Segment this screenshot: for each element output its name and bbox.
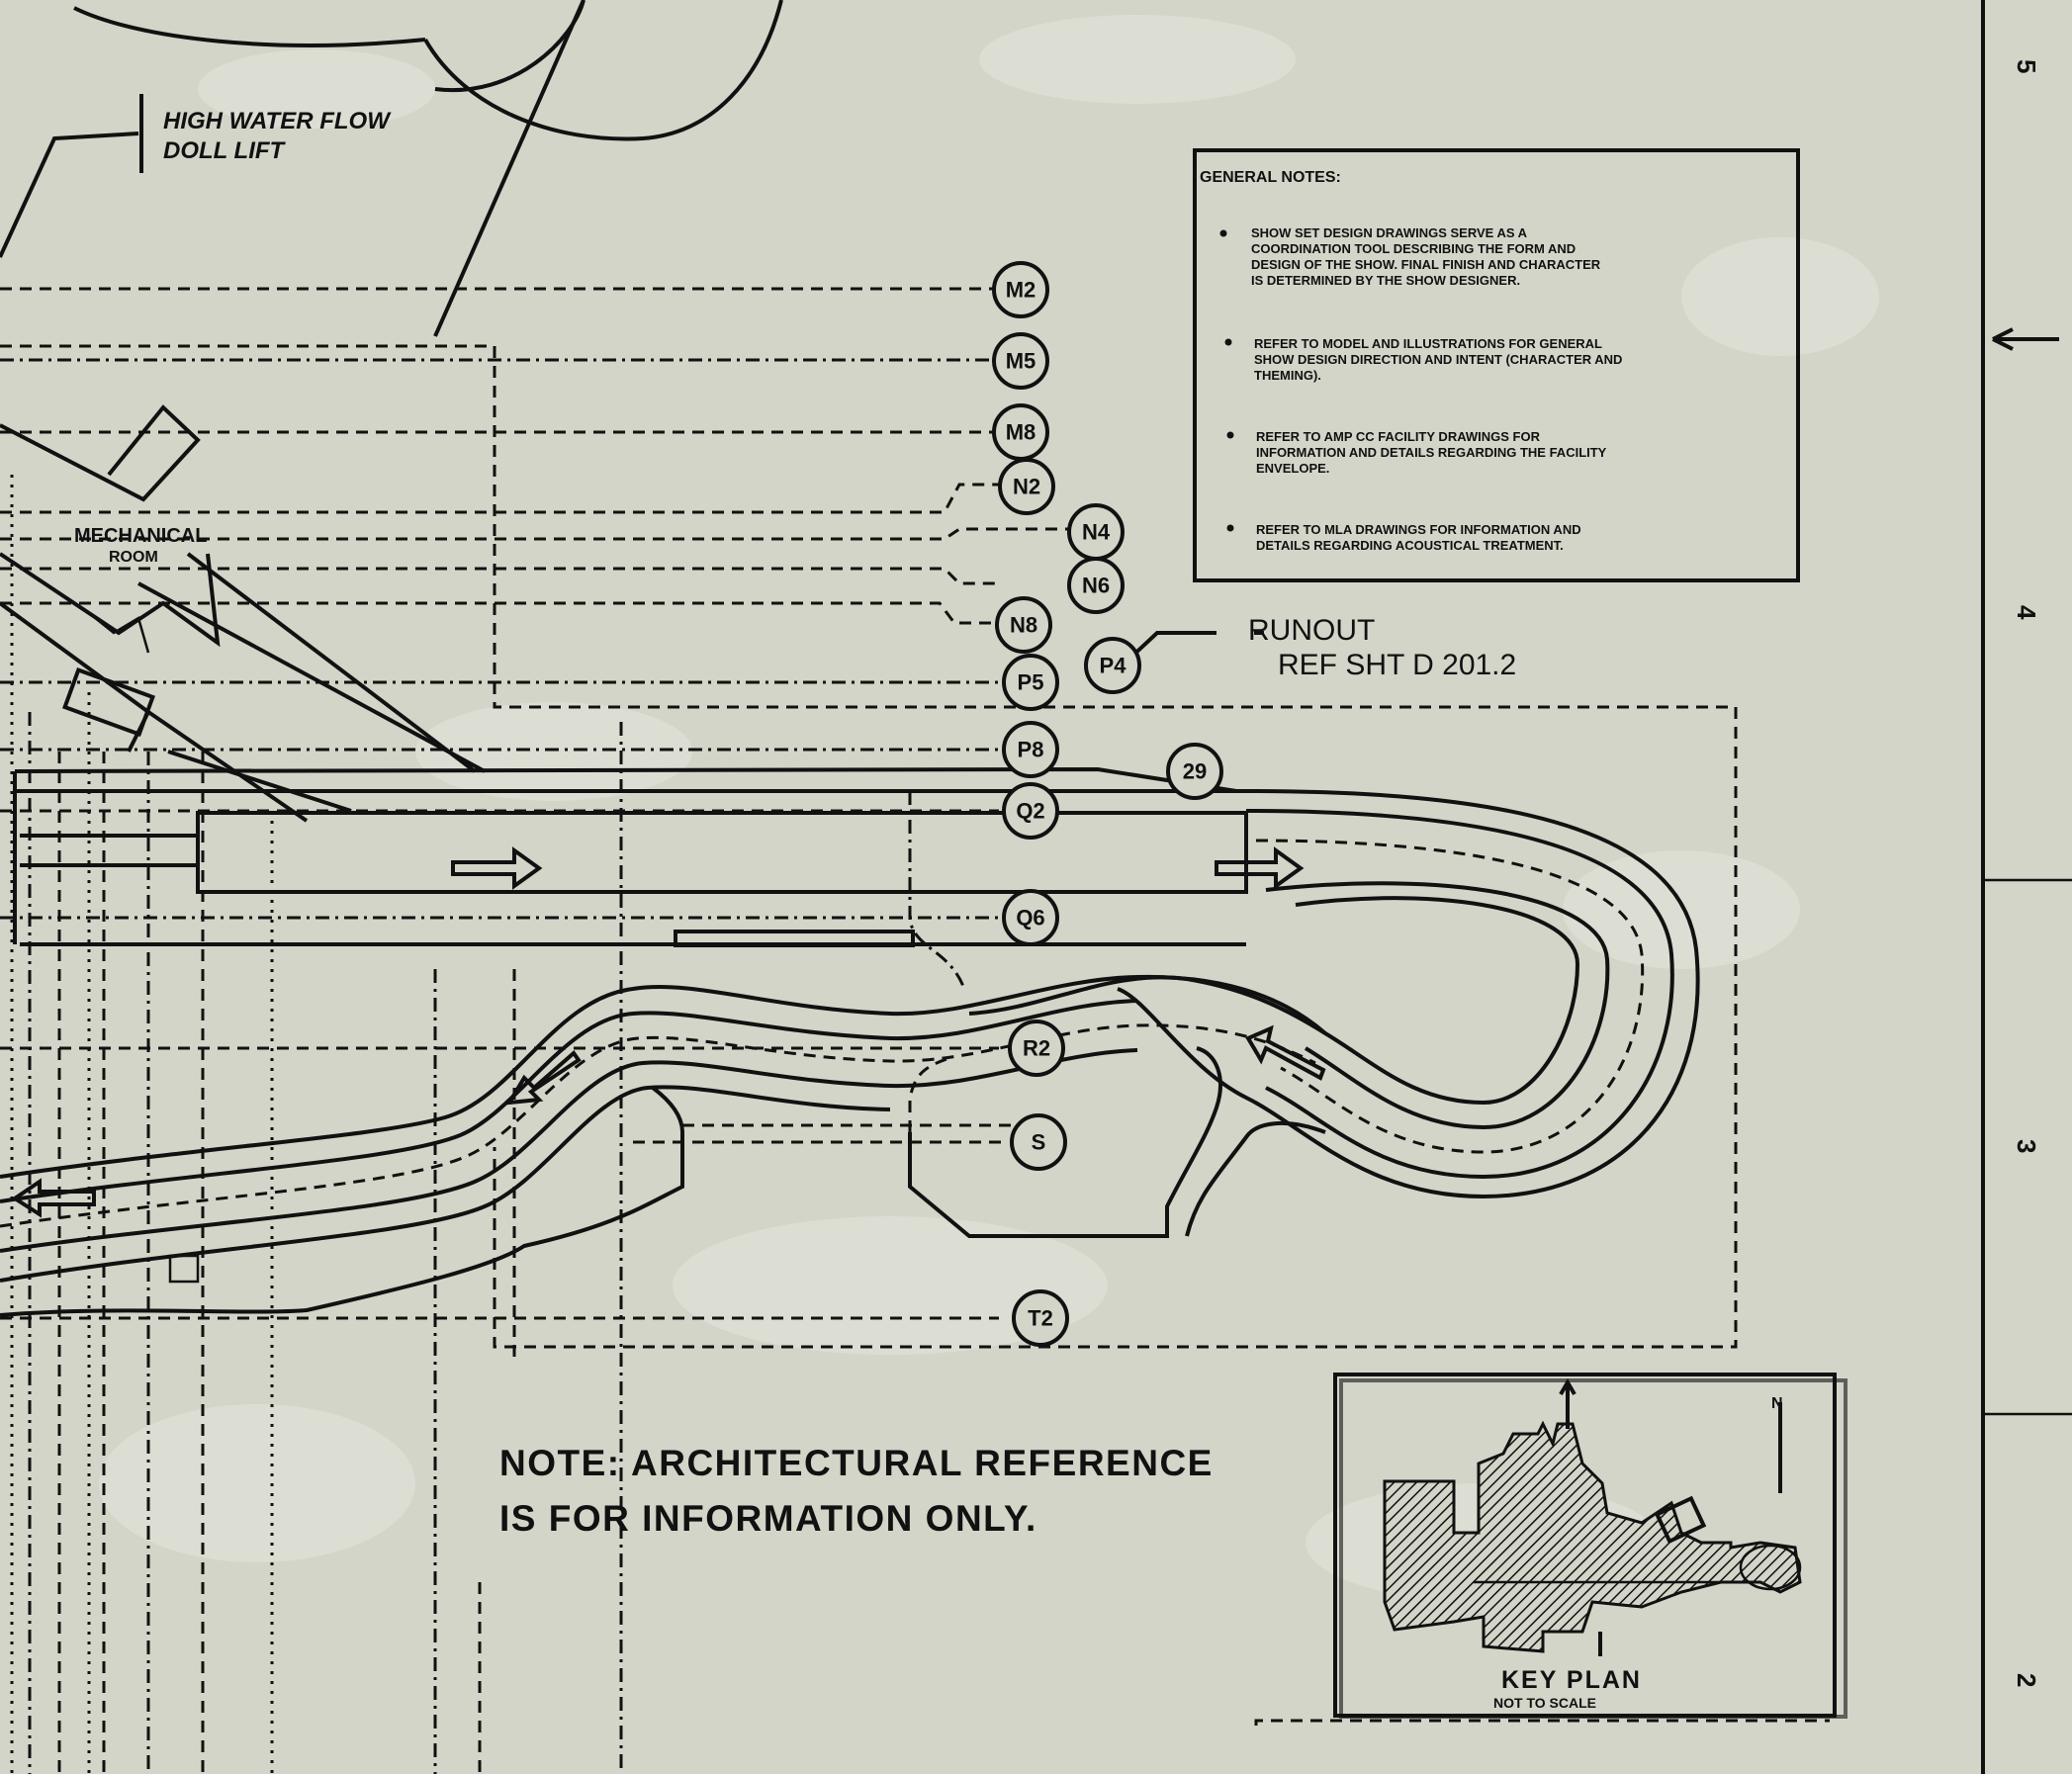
mechanical-room <box>0 404 486 823</box>
main-note-line1: NOTE: ARCHITECTURAL REFERENCE <box>499 1443 1214 1483</box>
svg-text:29: 29 <box>1183 759 1207 784</box>
general-note-3-line3: ENVELOPE. <box>1256 461 1329 476</box>
general-note-4-line2: DETAILS REGARDING ACOUSTICAL TREATMENT. <box>1256 538 1564 553</box>
grid-number-4: 4 <box>2012 605 2041 620</box>
arrow-left-icon <box>505 1050 582 1106</box>
svg-text:M8: M8 <box>1006 420 1036 445</box>
svg-text:S: S <box>1032 1130 1046 1155</box>
arrow-right-icon <box>1215 846 1305 890</box>
room-label-line2: ROOM <box>109 549 158 566</box>
general-note-1-line1: SHOW SET DESIGN DRAWINGS SERVE AS A <box>1251 225 1528 240</box>
grid-arrow-left-icon <box>1992 327 2059 351</box>
tag-q2: Q2 <box>1002 782 1059 840</box>
north-arrow-label: N <box>1771 1395 1783 1412</box>
svg-text:T2: T2 <box>1028 1306 1053 1331</box>
tag-n6: N6 <box>1067 557 1125 614</box>
runout-line1: RUNOUT <box>1248 614 1375 647</box>
grid-number-2: 2 <box>2012 1673 2041 1687</box>
arrow-right-icon <box>451 846 543 890</box>
tag-t2: T2 <box>1012 1289 1069 1347</box>
grid-number-3: 3 <box>2012 1139 2041 1153</box>
building-envelope <box>0 344 1830 1726</box>
general-note-2-line1: REFER TO MODEL AND ILLUSTRATIONS FOR GEN… <box>1254 336 1602 351</box>
svg-text:P5: P5 <box>1018 670 1044 695</box>
room-label-line1: MECHANICAL <box>74 525 207 547</box>
general-note-1-line2: COORDINATION TOOL DESCRIBING THE FORM AN… <box>1251 241 1576 256</box>
key-plan: N KEY PLAN NOT TO SCALE <box>1333 1373 1847 1719</box>
key-plan-hatched-footprint <box>1383 1420 1802 1653</box>
svg-text:N8: N8 <box>1010 613 1037 638</box>
handwritten-note-line1: HIGH WATER FLOW <box>163 108 392 134</box>
key-plan-subtitle: NOT TO SCALE <box>1493 1695 1596 1711</box>
general-note-2-line3: THEMING). <box>1254 368 1321 383</box>
svg-text:R2: R2 <box>1023 1036 1050 1061</box>
tag-p4: P4 <box>1084 637 1141 694</box>
svg-text:Q6: Q6 <box>1016 906 1044 931</box>
tag-29: 29 <box>1166 743 1223 800</box>
tag-n4: N4 <box>1067 503 1125 561</box>
key-plan-title: KEY PLAN <box>1501 1666 1642 1694</box>
tag-p5: P5 <box>1002 654 1059 711</box>
general-note-1-line4: IS DETERMINED BY THE SHOW DESIGNER. <box>1251 273 1520 288</box>
direction-arrows <box>11 846 1326 1218</box>
svg-text:N6: N6 <box>1082 574 1110 598</box>
tag-n8: N8 <box>995 596 1052 654</box>
svg-text:N4: N4 <box>1082 520 1111 545</box>
main-note-line2: IS FOR INFORMATION ONLY. <box>499 1498 1037 1539</box>
svg-text:M2: M2 <box>1006 278 1036 303</box>
general-note-3-line2: INFORMATION AND DETAILS REGARDING THE FA… <box>1256 445 1607 460</box>
tag-p8: P8 <box>1002 721 1059 778</box>
svg-text:P4: P4 <box>1100 654 1127 678</box>
general-note-4-line1: REFER TO MLA DRAWINGS FOR INFORMATION AN… <box>1256 522 1581 537</box>
tag-q6: Q6 <box>1002 889 1059 946</box>
svg-text:M5: M5 <box>1006 349 1036 374</box>
general-note-2-line2: SHOW DESIGN DIRECTION AND INTENT (CHARAC… <box>1254 352 1622 367</box>
tag-m8: M8 <box>992 403 1049 461</box>
handwritten-note-line2: DOLL LIFT <box>163 137 287 164</box>
general-note-1-line3: DESIGN OF THE SHOW. FINAL FINISH AND CHA… <box>1251 257 1601 272</box>
general-notes-box: GENERAL NOTES: SHOW SET DESIGN DRAWINGS … <box>1193 148 1800 582</box>
tag-m5: M5 <box>992 332 1049 390</box>
runout-line2: REF SHT D 201.2 <box>1278 649 1516 681</box>
column-lines <box>10 475 623 1774</box>
general-notes-title: GENERAL NOTES: <box>1200 169 1341 186</box>
equipment-symbol <box>168 1254 200 1284</box>
grid-strip: 5 4 3 2 <box>1981 0 2072 1774</box>
tag-r2: R2 <box>1008 1020 1065 1077</box>
svg-text:Q2: Q2 <box>1016 799 1044 824</box>
ride-track <box>0 766 1700 1317</box>
arrow-left-icon <box>11 1178 96 1218</box>
svg-text:N2: N2 <box>1013 475 1040 499</box>
grid-number-5: 5 <box>2012 59 2041 73</box>
general-note-3-line1: REFER TO AMP CC FACILITY DRAWINGS FOR <box>1256 429 1541 444</box>
svg-text:P8: P8 <box>1018 738 1044 762</box>
tag-n2: N2 <box>998 458 1055 515</box>
arrow-left-icon <box>1245 1024 1326 1081</box>
tag-s: S <box>1010 1113 1067 1171</box>
top-building-outline <box>0 0 783 337</box>
tag-m2: M2 <box>992 261 1049 318</box>
equipment-slot <box>674 930 915 947</box>
